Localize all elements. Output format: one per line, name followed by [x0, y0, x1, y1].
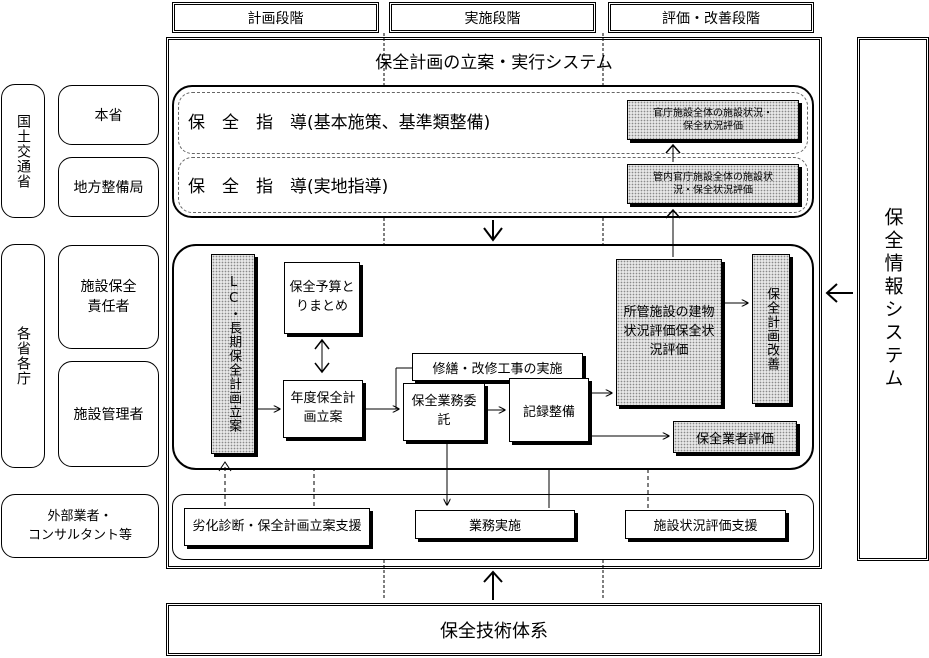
arrow-facility-to-local-head: [665, 208, 681, 219]
diagnosis-support: 劣化診断・保全計画立案支援: [184, 508, 370, 546]
business-execution-label: 業務実施: [468, 519, 521, 534]
support-region: [172, 494, 814, 560]
guidance-region: [172, 85, 814, 218]
arrow-budget-annual-down: [314, 362, 330, 374]
guidance-basic-row: [178, 92, 808, 154]
dashed-diagnosis-to-lc-head: [218, 461, 232, 472]
maintenance-outsourcing: 保全業務委託: [403, 383, 485, 441]
org-mlit-label: 国土交通省: [15, 113, 31, 189]
guidance-field-label: 保 全 指 導(実地指導): [188, 177, 389, 197]
plan-improvement: [752, 254, 790, 404]
budget-compilation-label: 保全予算とりまとめ: [289, 280, 355, 314]
org-contractors: 外部業者・ コンサルタント等: [1, 494, 159, 558]
business-execution: 業務実施: [415, 510, 575, 539]
guidance-basic-label: 保 全 指 導(基本施策、基準類整備): [188, 113, 491, 133]
process-region: [172, 244, 814, 470]
contractor-evaluation-label: 保全業者評価: [695, 431, 774, 447]
org-regional: 地方整備局: [58, 157, 159, 217]
lc-long-term-plan: [211, 254, 255, 454]
eval-local-facilities-label: 管内官庁施設全体の施設状況・保全状況評価: [653, 172, 773, 196]
org-mlit: [1, 84, 45, 218]
org-ministries: [1, 244, 45, 468]
org-contractors-line2: コンサルタント等: [27, 528, 132, 543]
phase-implementation: 実施段階: [389, 2, 596, 33]
lc-long-term-plan-label: LC・長期保全計画立案: [226, 275, 242, 433]
tech-system-label: 保全技術体系: [440, 620, 548, 642]
system-title-text: 保全計画の立案・実行システム: [375, 52, 613, 73]
facility-evaluation: 所管施設の建物状況評価保全状況評価: [616, 259, 722, 406]
org-facility-responsible-label: 施設保全責任者: [80, 278, 137, 315]
system-frame: [166, 37, 822, 569]
info-system: [857, 37, 929, 561]
annual-plan: 年度保全計画立案: [283, 380, 363, 438]
eval-local-facilities: 管内官庁施設全体の施設状況・保全状況評価: [627, 164, 799, 204]
eval-all-facilities-label: 官庁施設全体の施設状況・保全状況評価: [653, 108, 773, 132]
eval-all-facilities: 官庁施設全体の施設状況・保全状況評価: [627, 100, 799, 140]
phase-evaluation: 評価・改善段階: [608, 2, 814, 33]
arrow-budget-annual-up: [314, 338, 330, 350]
eval-support: 施設状況評価支援: [625, 510, 786, 539]
annual-plan-label: 年度保全計画立案: [290, 391, 356, 425]
system-title: 保全計画の立案・実行システム: [166, 44, 822, 76]
arrow-local-to-all-head: [665, 143, 681, 154]
org-facility-manager: 施設管理者: [58, 361, 159, 467]
arrow-info-system-head: [825, 283, 838, 303]
plan-improvement-label: 保全計画改善: [764, 287, 780, 371]
contractor-evaluation: 保全業者評価: [673, 421, 797, 453]
repair-works-label: 修繕・改修工事の実施: [432, 361, 563, 377]
info-system-label: 保全情報システム: [881, 207, 904, 391]
diagnosis-support-label: 劣化診断・保全計画立案支援: [192, 518, 362, 534]
tech-system: 保全技術体系: [166, 603, 822, 656]
phase-planning: 計画段階: [172, 2, 379, 33]
org-facility-responsible: 施設保全責任者: [58, 245, 159, 349]
record-keeping-label: 記録整備: [522, 404, 575, 420]
phase-evaluation-label: 評価・改善段階: [662, 10, 760, 27]
org-ministries-label: 各省各庁: [15, 326, 31, 386]
guidance-field-row: [178, 157, 808, 213]
repair-works: 修繕・改修工事の実施: [412, 353, 583, 381]
facility-evaluation-label: 所管施設の建物状況評価保全状況評価: [623, 305, 715, 358]
org-contractors-line1: 外部業者・: [47, 508, 113, 524]
arrow-tech-system-head: [483, 570, 503, 583]
org-regional-label: 地方整備局: [73, 180, 144, 196]
phase-implementation-label: 実施段階: [464, 10, 521, 27]
budget-compilation: 保全予算とりまとめ: [284, 262, 360, 334]
org-honsho-label: 本省: [94, 108, 123, 124]
phase-planning-label: 計画段階: [247, 10, 304, 27]
maintenance-outsourcing-label: 保全業務委託: [411, 394, 477, 428]
record-keeping: 記録整備: [509, 378, 589, 442]
eval-support-label: 施設状況評価支援: [653, 519, 758, 534]
org-facility-manager-label: 施設管理者: [73, 407, 144, 423]
org-honsho: 本省: [58, 85, 159, 145]
